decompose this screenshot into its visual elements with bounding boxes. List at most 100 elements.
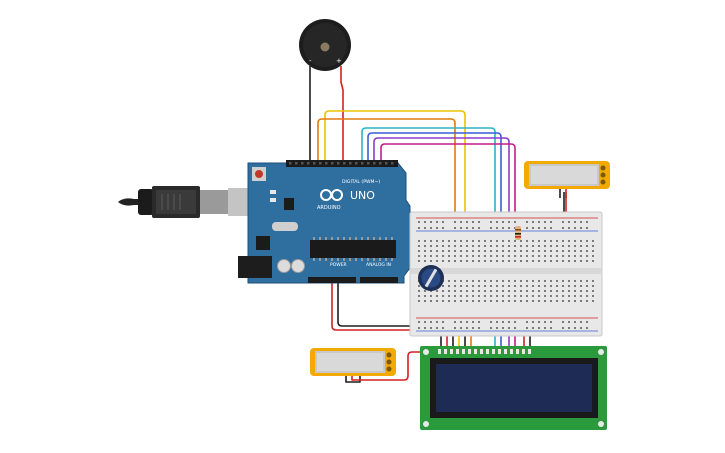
breadboard-hole bbox=[556, 260, 558, 262]
breadboard-hole bbox=[418, 227, 420, 229]
breadboard-hole bbox=[424, 250, 426, 252]
wire-blue[interactable] bbox=[367, 132, 502, 300]
breadboard-hole bbox=[550, 245, 552, 247]
breadboard-hole bbox=[508, 227, 510, 229]
breadboard-hole bbox=[448, 255, 450, 257]
piezo-buzzer[interactable]: - + bbox=[299, 19, 351, 71]
breadboard-hole bbox=[580, 240, 582, 242]
breadboard-hole bbox=[592, 300, 594, 302]
breadboard-hole bbox=[424, 240, 426, 242]
arduino-uno-board[interactable]: DIGITAL (PWM~) UNO ARDUINO POWER ANALOG … bbox=[238, 160, 411, 284]
breadboard-hole bbox=[586, 227, 588, 229]
breadboard-hole bbox=[574, 290, 576, 292]
meter-top[interactable] bbox=[524, 161, 610, 189]
breadboard-hole bbox=[496, 255, 498, 257]
breadboard-hole bbox=[520, 245, 522, 247]
header-pin bbox=[349, 162, 352, 165]
analog-label: ANALOG IN bbox=[366, 262, 391, 268]
wire-buzzer-signal[interactable] bbox=[340, 66, 344, 163]
breadboard-hole bbox=[580, 255, 582, 257]
header-pin bbox=[385, 162, 388, 165]
wire-magenta[interactable] bbox=[380, 143, 516, 300]
breadboard-hole bbox=[562, 245, 564, 247]
breadboard-hole bbox=[550, 280, 552, 282]
breadboard-hole bbox=[442, 255, 444, 257]
breadboard-hole bbox=[460, 280, 462, 282]
breadboard-hole bbox=[532, 295, 534, 297]
breadboard-hole bbox=[466, 295, 468, 297]
breadboard-hole bbox=[454, 290, 456, 292]
potentiometer[interactable] bbox=[418, 265, 444, 291]
breadboard-hole bbox=[436, 221, 438, 223]
breadboard-hole bbox=[448, 295, 450, 297]
breadboard-hole bbox=[514, 321, 516, 323]
breadboard-hole bbox=[418, 295, 420, 297]
breadboard-hole bbox=[418, 260, 420, 262]
wire-cyan[interactable] bbox=[361, 127, 496, 300]
wire-meter-bottom-black[interactable] bbox=[345, 376, 361, 383]
breadboard-hole bbox=[526, 255, 528, 257]
breadboard-hole bbox=[460, 290, 462, 292]
resistor[interactable] bbox=[515, 226, 521, 240]
breadboard-hole bbox=[508, 250, 510, 252]
breadboard-hole bbox=[502, 245, 504, 247]
breadboard-hole bbox=[472, 300, 474, 302]
breadboard-hole bbox=[478, 245, 480, 247]
breadboard-hole bbox=[514, 285, 516, 287]
breadboard-hole bbox=[526, 300, 528, 302]
breadboard-hole bbox=[568, 327, 570, 329]
breadboard-hole bbox=[544, 290, 546, 292]
digital-header[interactable] bbox=[286, 160, 398, 167]
wire-orange[interactable] bbox=[317, 118, 456, 240]
breadboard-hole bbox=[472, 255, 474, 257]
breadboard-hole bbox=[568, 227, 570, 229]
power-jack[interactable] bbox=[238, 256, 272, 278]
chip-leg bbox=[361, 258, 363, 261]
power-header[interactable] bbox=[308, 277, 356, 283]
lcd-display[interactable] bbox=[420, 346, 607, 430]
breadboard-hole bbox=[550, 327, 552, 329]
breadboard-hole bbox=[490, 290, 492, 292]
header-pin bbox=[367, 162, 370, 165]
breadboard-hole bbox=[442, 290, 444, 292]
chip-leg bbox=[379, 258, 381, 261]
breadboard-hole bbox=[574, 250, 576, 252]
lcd-screen bbox=[436, 364, 592, 412]
breadboard-hole bbox=[436, 290, 438, 292]
breadboard-hole bbox=[466, 255, 468, 257]
breadboard-hole bbox=[442, 327, 444, 329]
breadboard-hole bbox=[532, 221, 534, 223]
breadboard-hole bbox=[466, 221, 468, 223]
breadboard-hole bbox=[424, 290, 426, 292]
breadboard-hole bbox=[580, 221, 582, 223]
breadboard-hole bbox=[484, 280, 486, 282]
breadboard-hole bbox=[562, 280, 564, 282]
chip-leg bbox=[367, 258, 369, 261]
breadboard-hole bbox=[574, 260, 576, 262]
breadboard-hole bbox=[466, 321, 468, 323]
breadboard-hole bbox=[490, 227, 492, 229]
wire-purple[interactable] bbox=[373, 137, 510, 300]
breadboard-hole bbox=[520, 240, 522, 242]
breadboard-hole bbox=[460, 285, 462, 287]
analog-header[interactable] bbox=[360, 277, 398, 283]
breadboard-hole bbox=[574, 327, 576, 329]
wire-meter-bottom-red[interactable] bbox=[351, 351, 430, 381]
usb-cable[interactable] bbox=[118, 186, 264, 218]
header-pin bbox=[307, 162, 310, 165]
breadboard-hole bbox=[436, 295, 438, 297]
breadboard-hole bbox=[586, 285, 588, 287]
lcd-header-pin bbox=[504, 349, 507, 354]
breadboard-hole bbox=[502, 321, 504, 323]
wire-yellow[interactable] bbox=[324, 110, 466, 240]
breadboard-hole bbox=[502, 290, 504, 292]
breadboard-hole bbox=[592, 290, 594, 292]
breadboard[interactable] bbox=[409, 211, 603, 337]
breadboard-hole bbox=[520, 285, 522, 287]
wire-5v-bottom[interactable] bbox=[331, 280, 411, 331]
breadboard-hole bbox=[466, 290, 468, 292]
breadboard-hole bbox=[490, 221, 492, 223]
meter-bottom[interactable] bbox=[310, 348, 396, 376]
breadboard-hole bbox=[550, 221, 552, 223]
breadboard-hole bbox=[568, 280, 570, 282]
